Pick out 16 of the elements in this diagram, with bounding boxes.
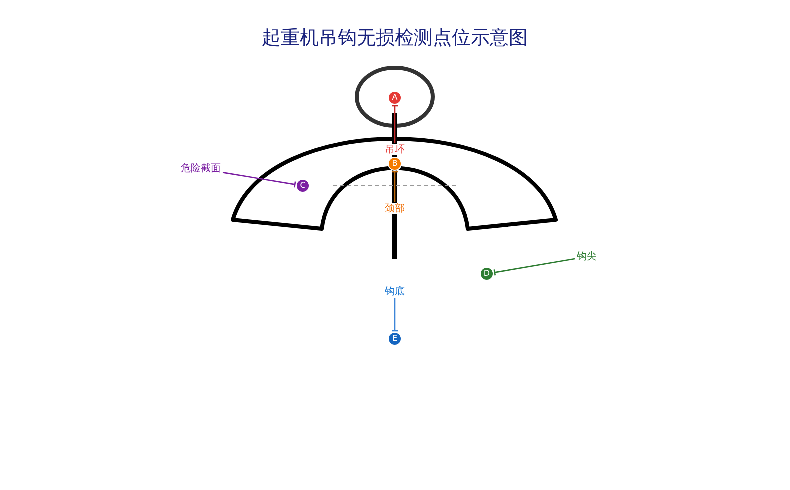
diagram-title: 起重机吊钩无损检测点位示意图	[262, 26, 528, 50]
point-marker: A	[388, 91, 402, 105]
part-label: 颈部	[384, 204, 406, 214]
leader-line	[391, 171, 399, 202]
part-label: 吊环	[384, 144, 406, 156]
point-marker: B	[388, 157, 402, 171]
part-label: 钩底	[384, 286, 406, 298]
part-label: 危险截面	[180, 164, 222, 174]
leader-line	[391, 298, 399, 332]
leader-line	[494, 258, 576, 276]
point-marker: D	[480, 267, 494, 281]
part-label: 钩尖	[576, 252, 598, 262]
leader-line	[391, 105, 399, 144]
point-marker: E	[388, 332, 402, 346]
point-marker: C	[296, 179, 310, 193]
leader-line	[222, 172, 296, 188]
